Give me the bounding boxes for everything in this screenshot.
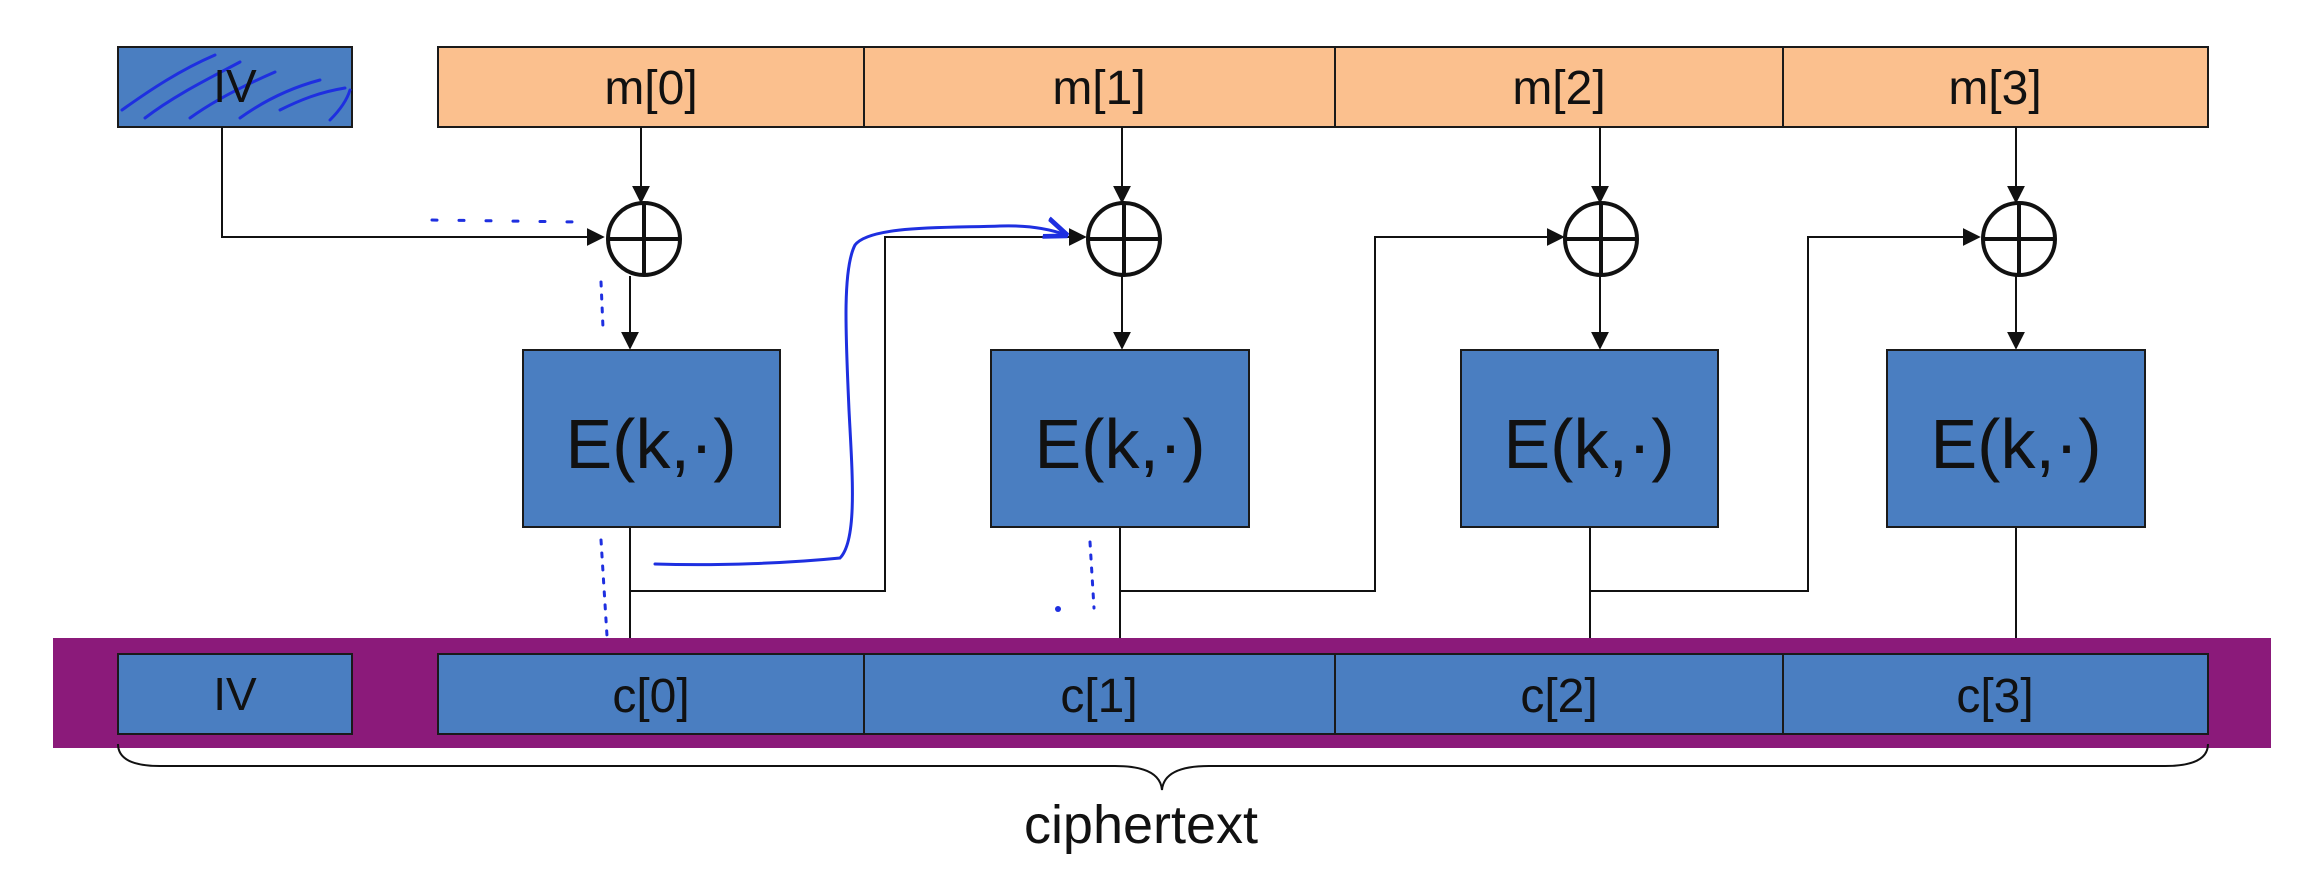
cipher-label-1: E(k,·) [1034, 405, 1205, 483]
plaintext-label-1: m[1] [1052, 62, 1145, 115]
cipher-label-2: E(k,·) [1503, 405, 1674, 483]
arrow-iv-xor0 [221, 127, 605, 246]
plaintext-block-3 [1782, 46, 2209, 128]
xor-symbols [606, 201, 2057, 277]
cipher-block-0 [522, 349, 781, 528]
plaintext-label-2: m[2] [1512, 62, 1605, 115]
annotation-dots-top [430, 218, 582, 224]
ciphertext-band: IV c[0] c[1] c[2] c[3] [53, 638, 2271, 748]
arrow-chain-2-to-xor3 [1590, 228, 1981, 592]
annotation-dots-bottom-0 [599, 538, 609, 638]
ciphertext-brace [117, 743, 2209, 791]
cipher-block-3 [1886, 349, 2146, 528]
ciphertext-label-2: c[2] [1520, 670, 1597, 723]
ciphertext-caption: ciphertext [1024, 795, 1258, 855]
ciphertext-iv-box [117, 653, 353, 735]
ciphertext-label-3: c[3] [1956, 670, 2033, 723]
ciphertext-block-3 [1782, 653, 2209, 735]
ciphertext-label-0: c[0] [612, 670, 689, 723]
arrow-chain-0-to-xor1 [630, 228, 1087, 592]
ciphertext-iv-label: IV [213, 668, 257, 720]
annotation-dot [1055, 606, 1061, 612]
pen-annotations [430, 218, 1096, 638]
iv-input-box: IV [117, 46, 353, 128]
plaintext-label-0: m[0] [604, 62, 697, 115]
annotation-dots-left [599, 280, 605, 330]
cipher-block-2 [1460, 349, 1719, 528]
xor-2 [1563, 201, 1639, 277]
cipher-label-0: E(k,·) [565, 405, 736, 483]
annotation-chain-arrow [653, 226, 1066, 567]
xor-3 [1981, 201, 2057, 277]
encryption-blocks: E(k,·) E(k,·) E(k,·) E(k,·) [522, 349, 2146, 528]
connector-lines [221, 127, 2025, 656]
iv-input-label: IV [213, 60, 257, 112]
ciphertext-block-1 [863, 653, 1336, 735]
plaintext-row: m[0] m[1] m[2] m[3] [437, 46, 2209, 128]
xor-1 [1086, 201, 1162, 277]
iv-scribble-annotation [120, 53, 352, 122]
plaintext-label-3: m[3] [1948, 62, 2041, 115]
ciphertext-label-1: c[1] [1060, 670, 1137, 723]
arrow-chain-1-to-xor2 [1120, 228, 1565, 592]
cipher-block-1 [990, 349, 1250, 528]
plaintext-block-2 [1334, 46, 1784, 128]
annotation-dots-bottom-1 [1088, 540, 1096, 610]
cipher-label-3: E(k,·) [1930, 405, 2101, 483]
xor-0 [606, 201, 682, 277]
